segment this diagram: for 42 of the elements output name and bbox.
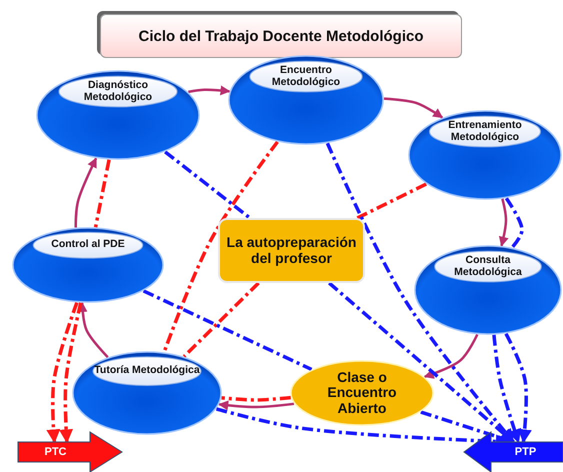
- node-label: Consulta Metodológica: [453, 253, 523, 280]
- curved-arrow: [74, 157, 98, 228]
- dash-dot-connector: [162, 140, 279, 353]
- ellipse-node: [408, 110, 562, 200]
- dash-dot-connector: [328, 282, 515, 444]
- process-box: [218, 218, 365, 283]
- ellipse-node: [12, 227, 164, 303]
- curved-arrow: [424, 334, 478, 379]
- dash-dot-connector: [504, 332, 532, 444]
- ellipse-node: [414, 245, 562, 335]
- node-label: PTC: [44, 444, 68, 460]
- right-arrow-shape: [18, 432, 122, 472]
- node-label: Tutoría Metodológica: [93, 363, 201, 378]
- dash-dot-connector: [356, 182, 427, 220]
- left-arrow-shape: [464, 432, 563, 472]
- ellipse-node: [228, 55, 384, 145]
- dash-dot-connector: [164, 150, 251, 220]
- curved-arrow: [78, 302, 109, 358]
- ellipse-node: [36, 70, 200, 160]
- curved-arrow: [384, 97, 444, 119]
- dash-dot-connector: [221, 396, 291, 402]
- ellipse-node: [290, 360, 434, 426]
- dash-dot-connector: [504, 197, 524, 249]
- node-label: Control al PDE: [50, 237, 126, 252]
- dash-dot-connector: [492, 334, 522, 444]
- curved-arrow: [188, 85, 230, 96]
- node-label: Clase o Encuentro Abierto: [326, 368, 398, 418]
- dash-dot-connector: [182, 282, 260, 358]
- curved-arrow: [498, 198, 509, 247]
- title-banner: Ciclo del Trabajo Docente Metodológico: [100, 14, 462, 58]
- node-label: PTP: [514, 444, 538, 460]
- dash-dot-connector: [326, 142, 515, 444]
- node-label: Entrenamiento Metodológico: [447, 118, 523, 145]
- node-label: Diagnóstico Metodológico: [82, 78, 154, 105]
- dash-dot-connector: [142, 289, 312, 372]
- dash-dot-connector: [94, 159, 111, 228]
- dash-dot-connector: [46, 302, 79, 444]
- curved-arrow: [218, 400, 294, 410]
- ellipse-node: [72, 351, 222, 435]
- node-label: Encuentro Metodológico: [270, 63, 342, 90]
- dash-dot-connector: [59, 302, 82, 444]
- node-label: La autopreparación del profesor: [226, 233, 358, 268]
